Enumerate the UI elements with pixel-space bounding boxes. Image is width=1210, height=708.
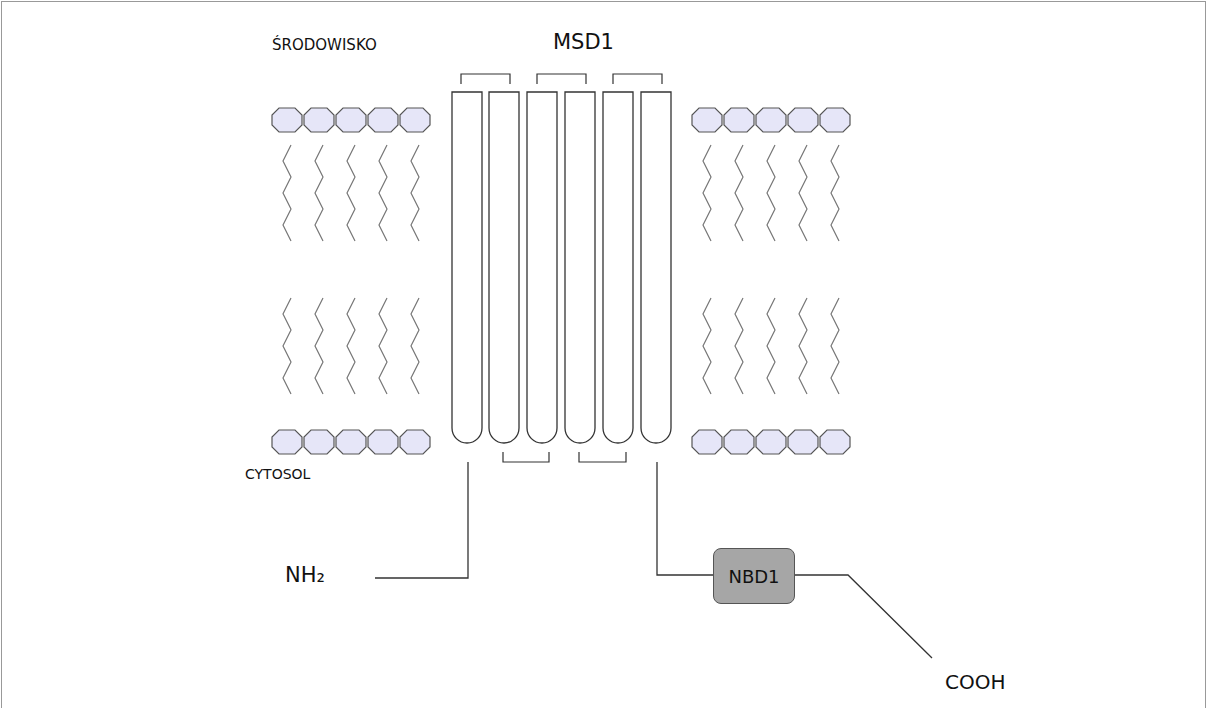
region-label: ŚRODOWISKO xyxy=(272,36,377,54)
region-label: CYTOSOL xyxy=(245,466,310,483)
lipid-heads xyxy=(272,108,850,454)
domain-label: MSD1 xyxy=(553,30,614,55)
terminus-label: COOH xyxy=(945,670,1006,694)
chain-lines xyxy=(375,462,932,658)
terminus-label: NH₂ xyxy=(285,563,325,588)
domain-box: NBD1 xyxy=(713,548,795,604)
transmembrane-helices xyxy=(452,92,671,443)
domain-name: NBD1 xyxy=(728,566,779,587)
lipid-tails xyxy=(283,145,839,394)
loop-brackets xyxy=(461,74,662,462)
